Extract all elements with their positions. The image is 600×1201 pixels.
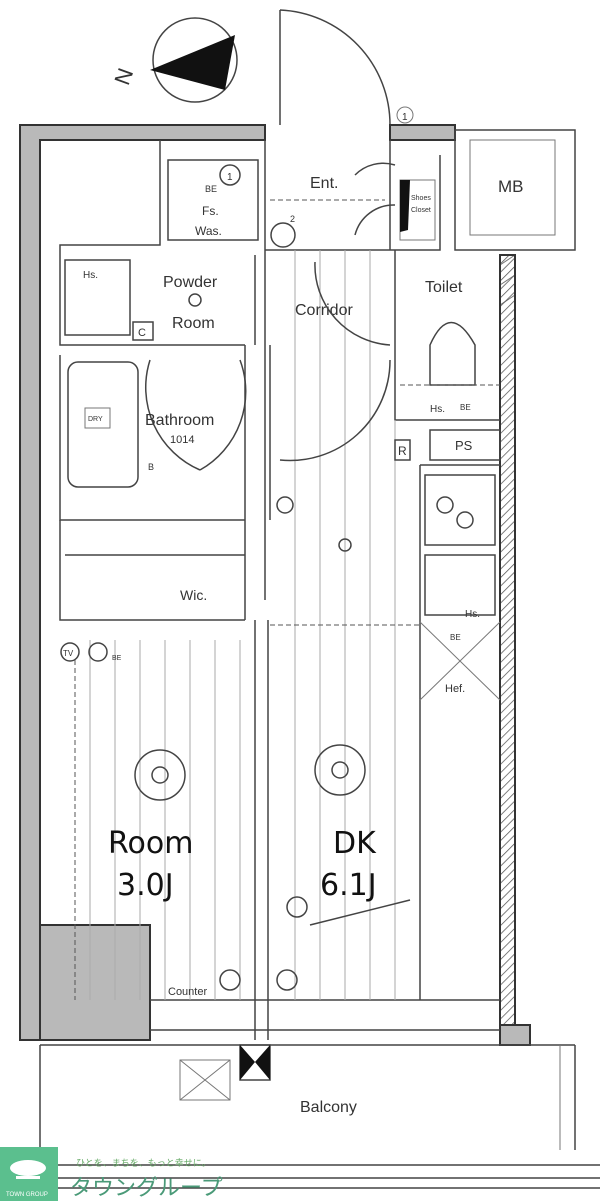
walls [19, 124, 531, 1046]
entrance-label: Ent. [310, 175, 338, 192]
sink [424, 554, 496, 616]
bathroom-label: Bathroom [145, 412, 214, 429]
marker-1: 1 [402, 112, 408, 123]
compass: N [109, 17, 238, 103]
fs-label: Fs. [202, 204, 219, 218]
r-label: R [398, 444, 407, 458]
entrance-door [279, 9, 391, 126]
partitions [59, 140, 500, 1040]
tv-label: TV [63, 649, 74, 658]
logo-mark: TOWN GROUP [6, 1192, 48, 1198]
balcony: Balcony [39, 1044, 600, 1189]
shoes-closet-label-2: Closet [411, 207, 431, 214]
toilet-label: Toilet [425, 279, 463, 296]
ps-label: PS [455, 438, 473, 453]
corridor-label: Corridor [295, 302, 353, 319]
mb-box [454, 129, 576, 251]
dry-label: DRY [88, 416, 103, 423]
powder-room-label-2: Room [172, 315, 215, 332]
marker-1b: 1 [227, 172, 233, 183]
be-label-4: BE [112, 655, 122, 662]
was-label: Was. [195, 224, 222, 238]
logo-name: タウングループ [70, 1176, 223, 1201]
room-label: Room [108, 826, 193, 861]
town-group-logo: TOWN GROUP ひとを、まちを、もっと幸せに。 タウングループ [0, 1147, 223, 1201]
mb-label: MB [498, 177, 524, 196]
hef-label: Hef. [445, 683, 465, 695]
bathtub [67, 361, 139, 488]
be-label-2: BE [460, 403, 471, 412]
compass-arrow-icon [150, 35, 235, 90]
bathroom-size: 1014 [170, 434, 194, 446]
dk-size: 6.1J [320, 868, 377, 903]
balcony-label: Balcony [300, 1099, 357, 1116]
marker-2: 2 [290, 214, 295, 224]
powder-room-label: Powder [163, 274, 218, 291]
toilet-icon [429, 321, 476, 386]
be-label-3: BE [450, 633, 461, 642]
b-label: B [148, 462, 154, 472]
hs-label-2: Hs. [430, 404, 445, 415]
counter-label: Counter [168, 986, 207, 998]
be-label: BE [205, 184, 217, 194]
c-label: C [138, 327, 146, 339]
logo-tagline: ひとを、まちを、もっと幸せに。 [76, 1158, 211, 1169]
shoes-closet-label: Shoes [411, 195, 431, 202]
room-size: 3.0J [117, 868, 174, 903]
stove [424, 474, 496, 546]
compass-north-label: N [109, 65, 138, 88]
dk-label: DK [333, 826, 377, 861]
hs-label-1: Hs. [83, 270, 98, 281]
hs-label-3: Hs. [465, 609, 480, 620]
wic-label: Wic. [180, 587, 207, 603]
